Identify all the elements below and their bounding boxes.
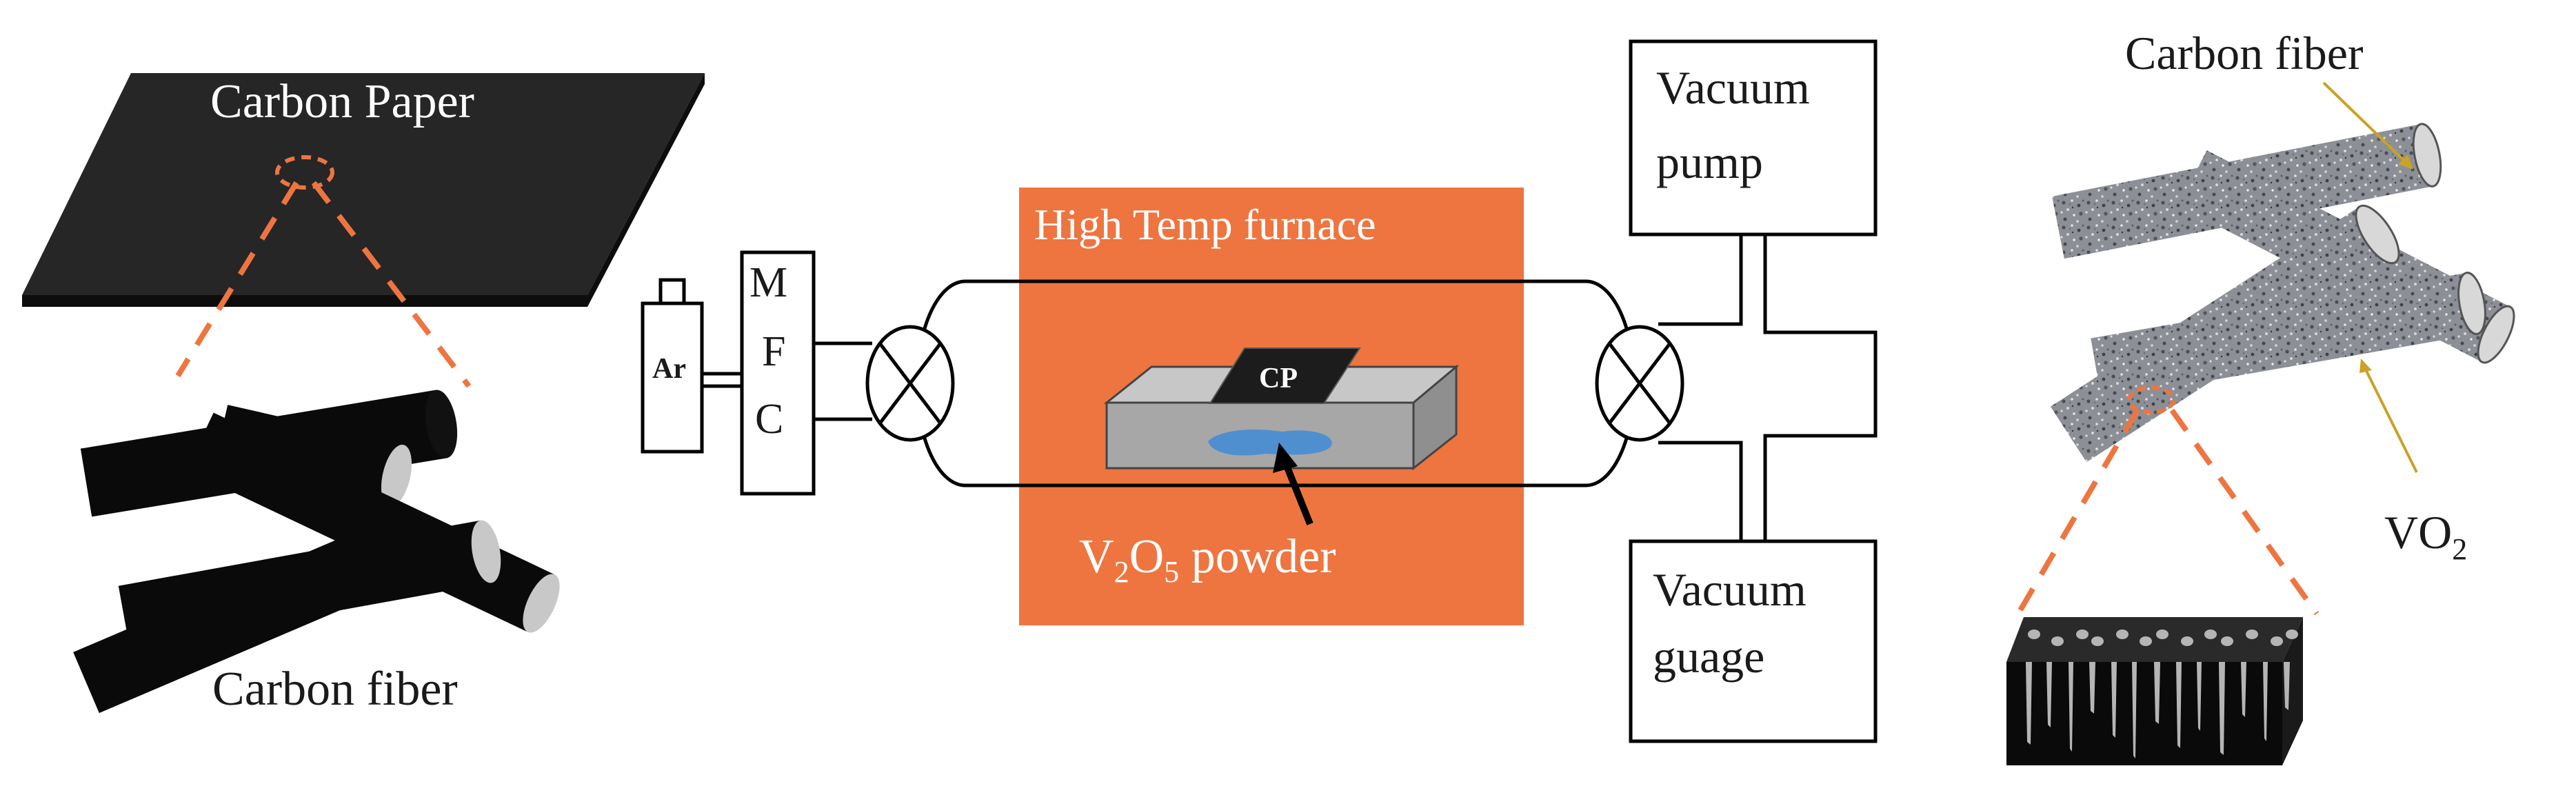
nanorod-tip — [2204, 630, 2217, 639]
nanorod-tip — [2028, 630, 2040, 639]
nanorod-tip — [2246, 630, 2258, 639]
nanorod — [2026, 662, 2032, 745]
annotation-arrows — [2322, 81, 2418, 473]
carbon-fiber-label-right: Carbon fiber — [2125, 27, 2364, 79]
nanorod — [2089, 662, 2095, 714]
furnace-title: High Temp furnace — [1034, 200, 1376, 249]
vacuum-pump-line1: Vacuum — [1656, 61, 1810, 114]
vacuum-lines — [1658, 234, 1878, 541]
nanorods — [2026, 630, 2298, 758]
gas-lines — [814, 341, 872, 421]
vo2-label: VO2 — [2384, 506, 2467, 566]
argon-connector — [700, 372, 744, 388]
nanorod — [2069, 662, 2073, 752]
nanorod-tip — [2116, 630, 2129, 639]
nanorod — [2176, 662, 2182, 748]
nanorod — [2241, 662, 2246, 717]
mfc-label-f: F — [762, 328, 785, 375]
vacuum-gauge: Vacuum guage — [1629, 539, 1878, 743]
nanorod — [2284, 662, 2290, 710]
coated-fiber — [2050, 204, 2400, 463]
nanorod-tip — [2051, 636, 2064, 646]
nanorod-tip — [2076, 630, 2089, 639]
carbon-paper-group: Carbon Paper — [22, 73, 705, 388]
carbon-fiber-label-left: Carbon fiber — [212, 663, 458, 716]
cp-sample: CP — [1209, 348, 1361, 404]
zoom-circle-fiber — [2127, 385, 2175, 414]
nanorod — [2046, 662, 2052, 727]
vacuum-gauge-line1: Vacuum — [1653, 563, 1807, 616]
carbon-fiber-bundle-left: Carbon fiber — [73, 390, 560, 716]
nanorod-tip — [2140, 636, 2152, 646]
carbon-paper-sheet — [22, 73, 705, 295]
nanorod-tip — [2271, 636, 2283, 646]
nanorod-tip — [2091, 636, 2104, 646]
zoom-guide-left — [175, 181, 299, 378]
argon-cylinder: Ar — [641, 278, 744, 454]
nanorod — [2263, 662, 2268, 741]
nanorod — [2111, 662, 2117, 738]
nanorod-tip — [2221, 636, 2233, 646]
carbon-paper-label: Carbon Paper — [210, 75, 474, 128]
nanorod — [2154, 662, 2160, 724]
zoom-guide-right-right-panel — [2169, 408, 2320, 616]
powder-label: V2O5 powder — [1079, 530, 1336, 589]
nanorod — [2219, 662, 2225, 755]
vacuum-pump-line2: pump — [1656, 136, 1763, 188]
mass-flow-controller: M F C — [740, 250, 816, 496]
nanorod-array-block — [2006, 617, 2303, 765]
argon-label: Ar — [652, 353, 686, 385]
mfc-label-m: M — [749, 259, 787, 306]
v2o5-powder — [1208, 429, 1332, 456]
nanorod-tip — [2286, 630, 2298, 639]
outlet-valve — [1595, 325, 1684, 442]
vacuum-pump: Vacuum pump — [1629, 39, 1878, 237]
mfc-label-c: C — [755, 396, 783, 443]
nanorod — [2132, 662, 2137, 758]
carbon-paper-edge — [22, 295, 587, 307]
fiber-cylinder — [73, 531, 382, 714]
nanorod — [2197, 662, 2202, 731]
zoom-guide-right — [311, 181, 472, 388]
coated-fiber-bundle — [2050, 123, 2515, 463]
nanorod-tip — [2181, 636, 2193, 646]
cp-sample-label: CP — [1259, 363, 1298, 394]
zoom-circle-paper — [275, 155, 334, 190]
vacuum-gauge-line2: guage — [1653, 630, 1764, 683]
powder-pointer-arrow — [1281, 459, 1314, 525]
nanorod-tip — [2156, 630, 2169, 639]
inlet-valve — [865, 325, 955, 442]
